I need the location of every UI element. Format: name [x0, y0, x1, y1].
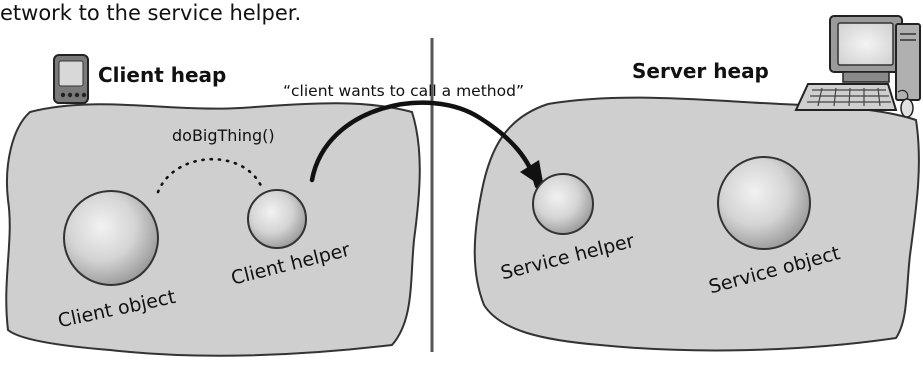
pda-device-icon: [53, 54, 89, 104]
server-heap-label: Server heap: [632, 59, 769, 83]
request-annotation: “client wants to call a method”: [283, 82, 524, 100]
client-object-ball: [63, 190, 159, 286]
service-object-ball: [717, 156, 811, 250]
call-dotted-arc: [156, 157, 264, 194]
method-call-label: doBigThing(): [172, 126, 275, 145]
network-call-arrow: [309, 100, 544, 189]
desktop-computer-icon: [794, 15, 921, 118]
server-heap-region: [473, 96, 920, 352]
client-helper-ball: [247, 189, 307, 249]
client-heap-label: Client heap: [98, 63, 226, 87]
top-caption: etwork to the service helper.: [0, 1, 301, 25]
service-helper-ball: [532, 173, 594, 235]
